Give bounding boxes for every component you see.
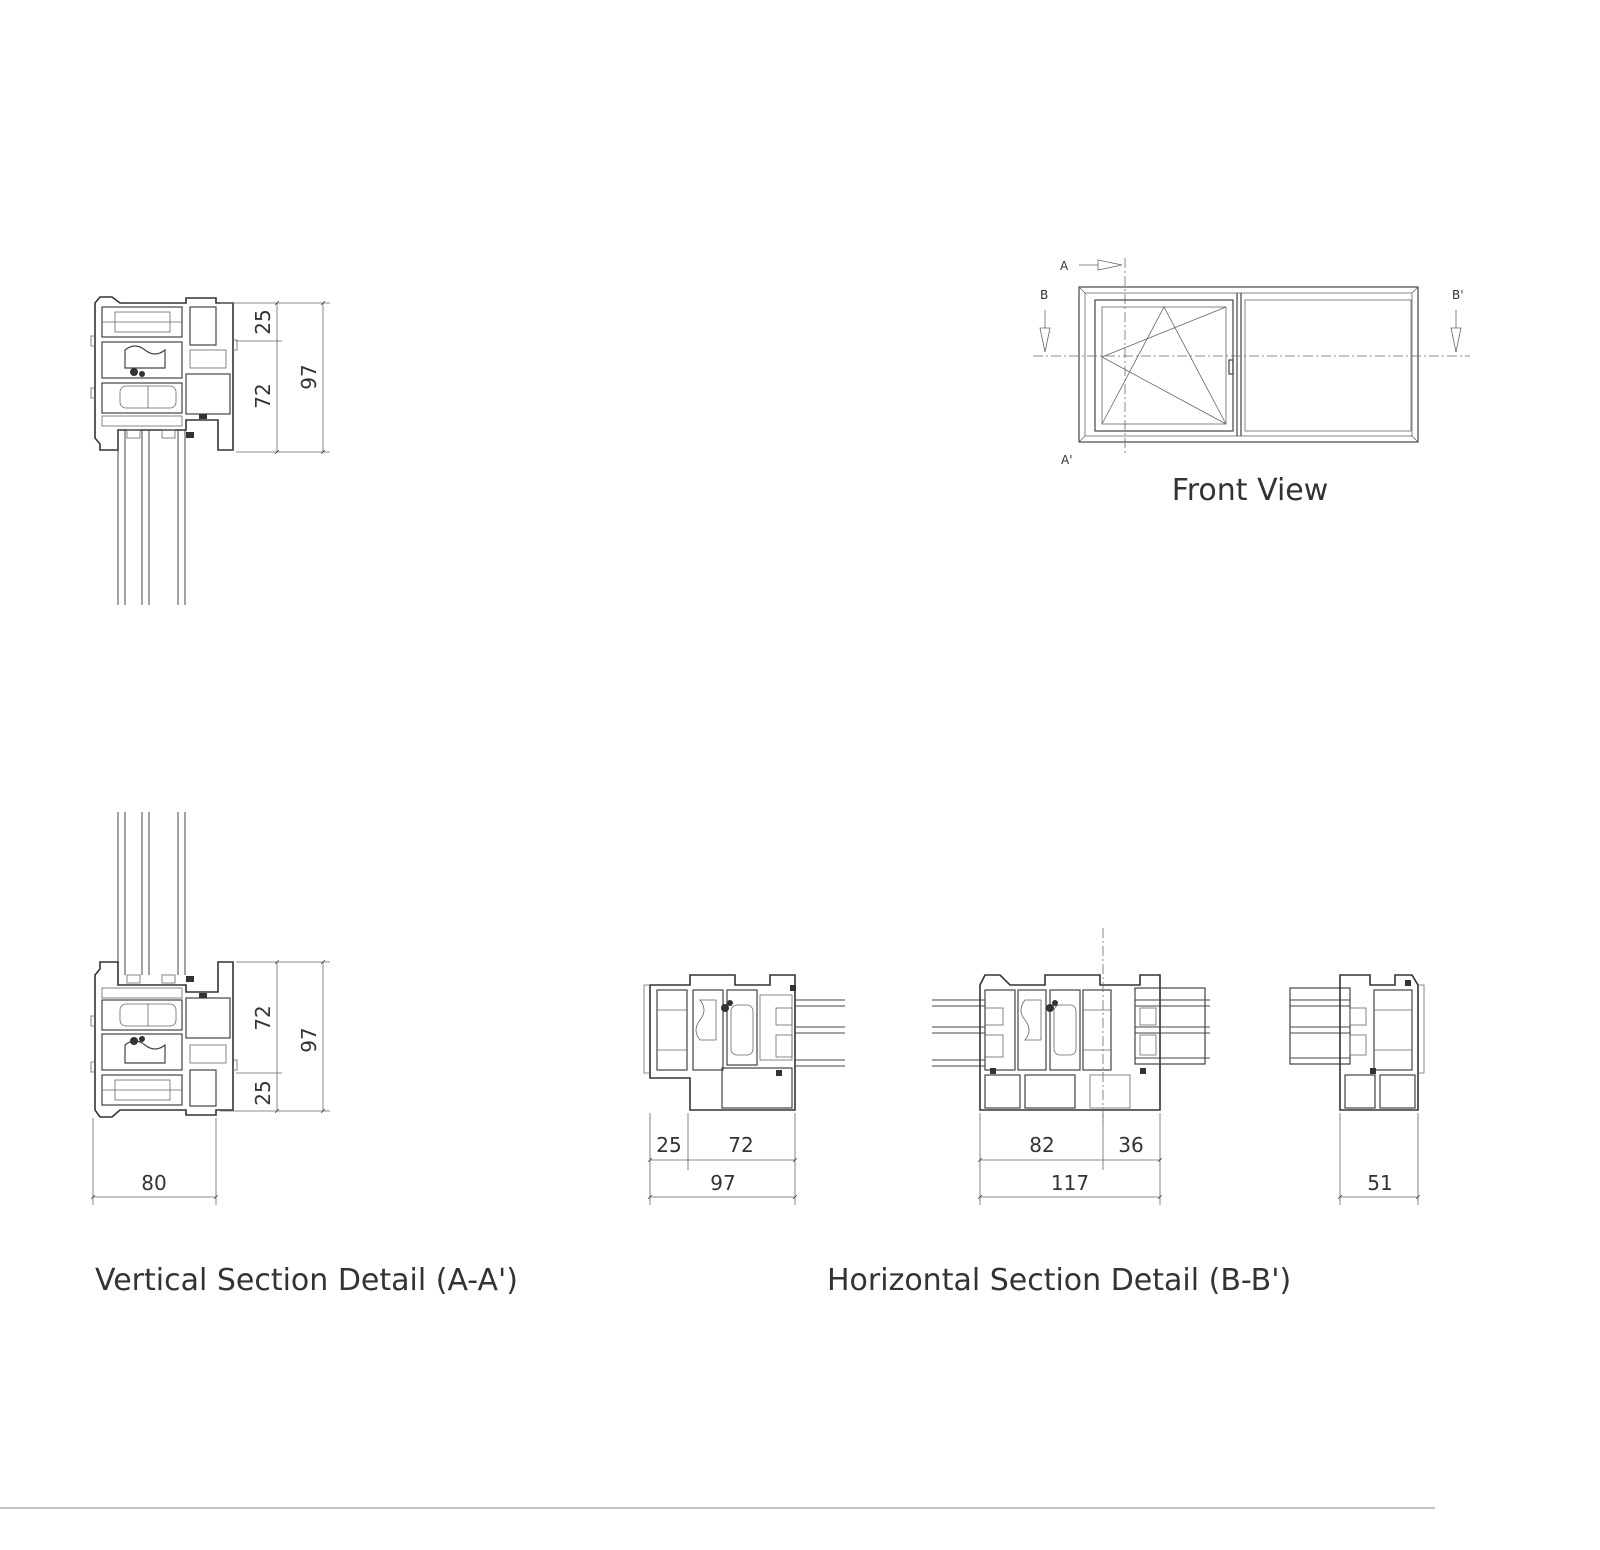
dim-head-97: 97 — [297, 364, 321, 389]
dim-left-25: 25 — [656, 1133, 681, 1157]
vertical-section-head-profile — [90, 296, 238, 451]
dim-sill-97: 97 — [297, 1027, 321, 1052]
vertical-section-sill-dimensions — [90, 959, 330, 1205]
front-view-caption: Front View — [1172, 473, 1329, 508]
vertical-section-caption: Vertical Section Detail (A-A') — [95, 1263, 518, 1298]
dim-head-25: 25 — [251, 309, 275, 334]
vertical-section-head-dimensions — [220, 300, 330, 455]
section-label-b-prime: B' — [1452, 288, 1464, 302]
front-view-elevation — [1033, 258, 1470, 455]
horizontal-section-right-glazing — [1289, 987, 1367, 1065]
dim-mid-36: 36 — [1118, 1133, 1143, 1157]
horizontal-section-right-dimensions — [1337, 1113, 1421, 1205]
horizontal-section-caption: Horizontal Section Detail (B-B') — [827, 1263, 1291, 1298]
horizontal-section-right-jamb — [1339, 974, 1425, 1111]
dim-head-72: 72 — [251, 383, 275, 408]
dim-left-72: 72 — [728, 1133, 753, 1157]
dim-sill-25: 25 — [251, 1080, 275, 1105]
horizontal-section-mullion-dimensions — [977, 1113, 1163, 1205]
dim-mid-82: 82 — [1029, 1133, 1054, 1157]
horizontal-section-mullion-glazing-left — [932, 999, 1004, 1067]
horizontal-section-mullion-profile — [979, 928, 1161, 1125]
horizontal-section-left-dimensions — [647, 1113, 798, 1205]
horizontal-section-mullion-glazing-right — [1134, 987, 1210, 1065]
dim-sill-80: 80 — [141, 1171, 166, 1195]
dim-mid-117: 117 — [1051, 1171, 1089, 1195]
section-label-a: A — [1060, 259, 1069, 273]
dim-right-51: 51 — [1367, 1171, 1392, 1195]
section-label-a-prime: A' — [1061, 453, 1073, 467]
vertical-section-sill-profile — [90, 961, 238, 1118]
vertical-section-sill-glazing — [117, 812, 186, 984]
horizontal-section-left-jamb — [643, 974, 796, 1111]
section-label-b: B — [1040, 288, 1048, 302]
horizontal-section-left-glazing — [775, 999, 845, 1067]
window-handle-icon — [1228, 359, 1234, 375]
dim-sill-72: 72 — [251, 1005, 275, 1030]
vertical-section-head-glazing — [117, 429, 186, 605]
dim-left-97: 97 — [710, 1171, 735, 1195]
